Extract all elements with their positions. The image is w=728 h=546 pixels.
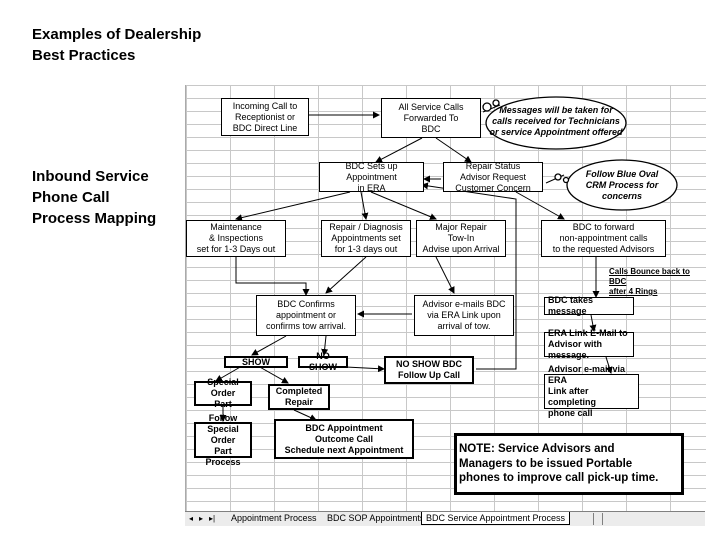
advisor-email-era-box: Advisor e-mail via ERA Link after comple… bbox=[544, 364, 639, 418]
bdc-sets-up-box: BDC Sets up Appointment in ERA bbox=[319, 161, 424, 193]
calls-bounce-note: Calls Bounce back to BDC after 4 Rings bbox=[609, 267, 690, 296]
bdc-forward-box: BDC to forward non-appointment calls to … bbox=[541, 220, 666, 257]
major-repair-box: Major Repair Tow-In Advise upon Arrival bbox=[416, 220, 506, 257]
note-box: NOTE: Service Advisors and Managers to b… bbox=[454, 433, 684, 495]
tab-bdc-service-appointment-process[interactable]: BDC Service Appointment Process bbox=[421, 512, 571, 525]
tab-scroll-handle[interactable] bbox=[593, 513, 603, 525]
repair-status-box: Repair Status Advisor Request Customer C… bbox=[443, 161, 543, 193]
page-title: Examples of Dealership Best Practices bbox=[32, 26, 202, 64]
completed-repair-box: Completed Repair bbox=[268, 384, 330, 410]
blue-oval-cloud-text: Follow Blue Oval CRM Process for concern… bbox=[585, 169, 659, 201]
tab-prev-icon[interactable]: ◂ bbox=[189, 514, 194, 523]
tab-appointment-process[interactable]: Appointment Process bbox=[231, 513, 317, 523]
no-show-bdc-box: NO SHOW BDC Follow Up Call bbox=[384, 356, 474, 384]
flow-connectors bbox=[215, 96, 678, 422]
tab-next-icon[interactable]: ▸ bbox=[199, 514, 204, 523]
era-link-email-box: ERA Link E-Mail to Advisor with message. bbox=[544, 328, 634, 360]
advisor-emails-box: Advisor e-mails BDC via ERA Link upon ar… bbox=[414, 295, 514, 336]
repair-diagnosis-box: Repair / Diagnosis Appointments set for … bbox=[321, 220, 411, 257]
no-show-box: NO SHOW bbox=[298, 351, 348, 372]
page-subtitle: Inbound Service Phone Call Process Mappi… bbox=[32, 168, 157, 227]
note-box-text: NOTE: Service Advisors and Managers to b… bbox=[459, 443, 659, 485]
tab-last-icon[interactable]: ▸| bbox=[209, 514, 216, 523]
incoming-call-box: Incoming Call to Receptionist or BDC Dir… bbox=[221, 98, 309, 136]
show-box: SHOW bbox=[224, 356, 288, 368]
special-order-box: Special Order Part bbox=[194, 377, 252, 409]
bdc-takes-message-box: BDC takes message bbox=[544, 295, 634, 316]
bdc-confirms-box: BDC Confirms appointment or confirms tow… bbox=[256, 295, 356, 336]
sheet-tab-bar: ◂ ▸ ▸| Appointment Process BDC SOP Appoi… bbox=[185, 511, 705, 526]
maintenance-box: Maintenance & Inspections set for 1-3 Da… bbox=[186, 220, 286, 257]
messages-cloud-text: Messages will be taken for calls receive… bbox=[489, 105, 623, 137]
tab-bdc-sop-appointments[interactable]: BDC SOP Appointments bbox=[327, 513, 425, 523]
spreadsheet-canvas: Incoming Call to Receptionist or BDC Dir… bbox=[185, 85, 706, 511]
follow-special-order-box: Follow Special Order Part Process bbox=[194, 413, 252, 467]
bdc-appointment-outcome-box: BDC Appointment Outcome Call Schedule ne… bbox=[274, 419, 414, 459]
all-service-calls-box: All Service Calls Forwarded To BDC bbox=[381, 98, 481, 138]
